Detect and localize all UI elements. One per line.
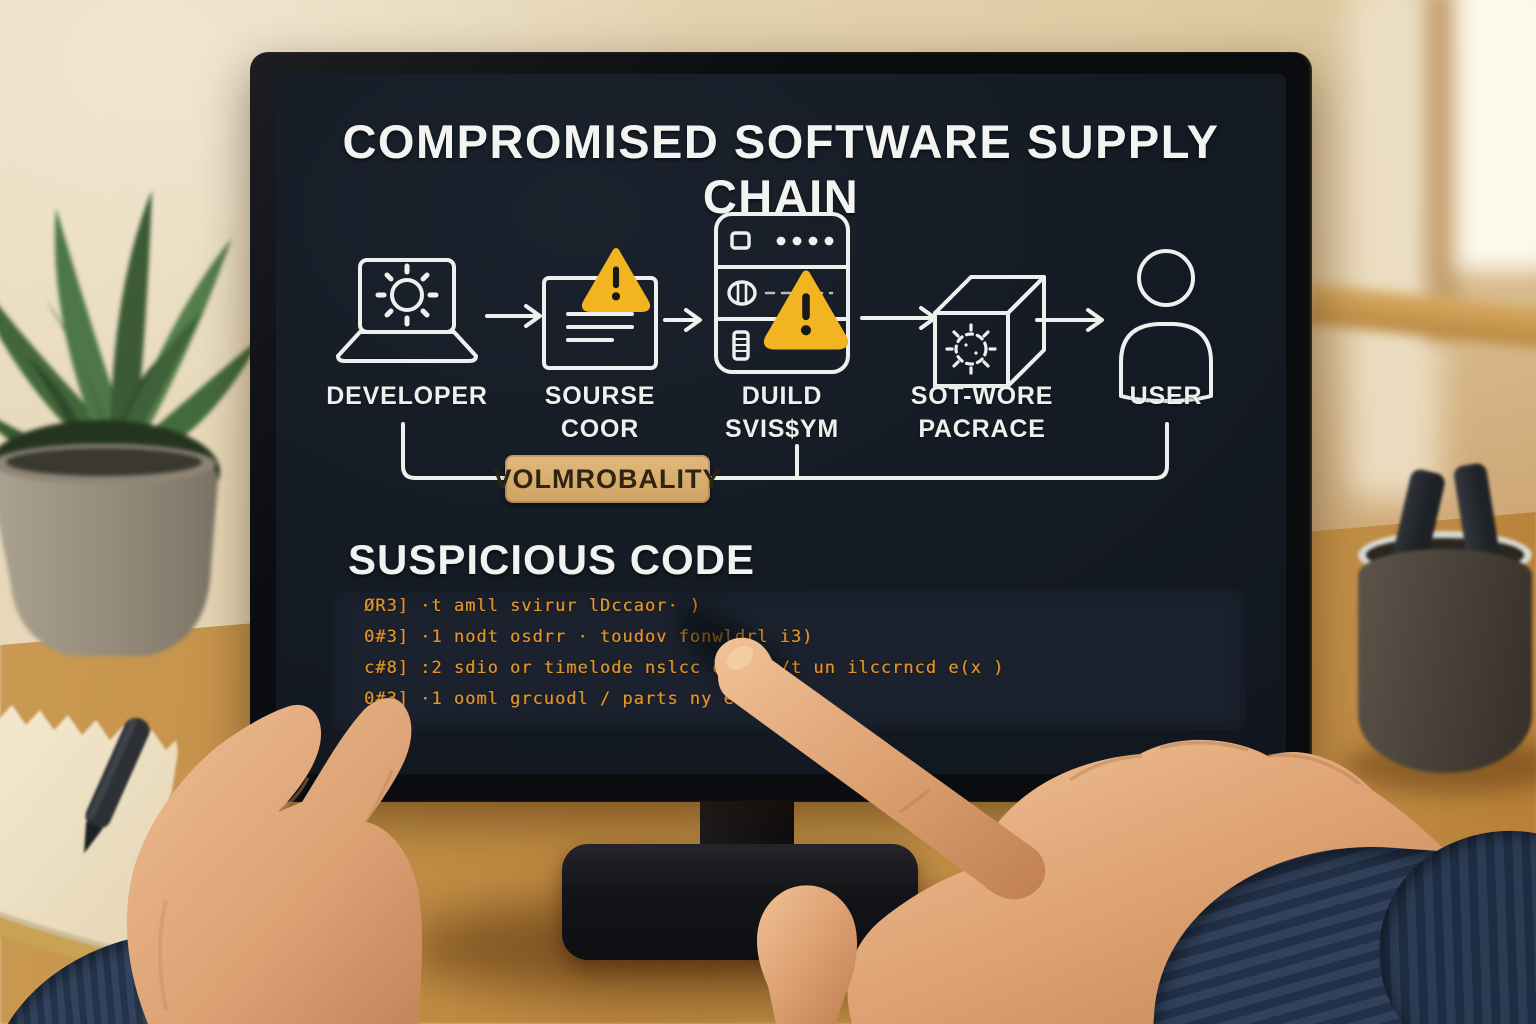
notebook-pen: [83, 717, 150, 854]
vulnerability-badge: VOLMROBALITY: [494, 455, 721, 503]
warning-triangle-icon: [768, 275, 844, 346]
flow-diagram: [336, 212, 1213, 480]
arrow-icon: [485, 304, 542, 328]
suspicious-code-heading: SUSPICIOUS CODE: [348, 536, 756, 583]
thumb: [756, 885, 858, 1024]
bracket-connector: [401, 422, 1169, 480]
window-curtain: [1348, 0, 1440, 500]
user-person-icon: [1119, 249, 1213, 403]
plant-pot: [0, 444, 218, 656]
node-label-developer: DEVELOPER: [326, 382, 488, 410]
pointing-index-finger: [714, 637, 1046, 900]
node-label-software-package: SOT-WORE PACRACE: [910, 382, 1054, 443]
node-label-source-code: SOURSE COOR: [544, 382, 656, 443]
node-label-user: USER: [1129, 382, 1203, 410]
monitor-stand-neck: [700, 792, 794, 854]
left-hand-holding-monitor: [126, 698, 422, 1024]
window-light: [1456, 0, 1536, 270]
window-frame: [1426, 0, 1460, 340]
pen-cup-body: [1358, 549, 1532, 773]
arrow-icon: [860, 306, 937, 330]
arrow-icon: [663, 308, 702, 332]
screen: COMPROMISED SOFTWARE SUPPLY CHAIN: [276, 74, 1286, 774]
page-title: COMPROMISED SOFTWARE SUPPLY CHAIN: [342, 115, 1220, 223]
monitor: COMPROMISED SOFTWARE SUPPLY CHAIN: [250, 52, 1312, 802]
node-label-build-system: DUILD SVIS$YM: [725, 382, 839, 443]
package-cube-virus-icon: [933, 275, 1046, 388]
arrow-icon: [1035, 308, 1104, 332]
potted-plant: [0, 190, 262, 656]
laptop-gear-icon: [336, 258, 478, 363]
code-line: ØR3] ·t amll svirur lDccaor· ): [364, 596, 702, 616]
monitor-stand-base: [562, 844, 918, 960]
fingernail: [726, 645, 754, 671]
